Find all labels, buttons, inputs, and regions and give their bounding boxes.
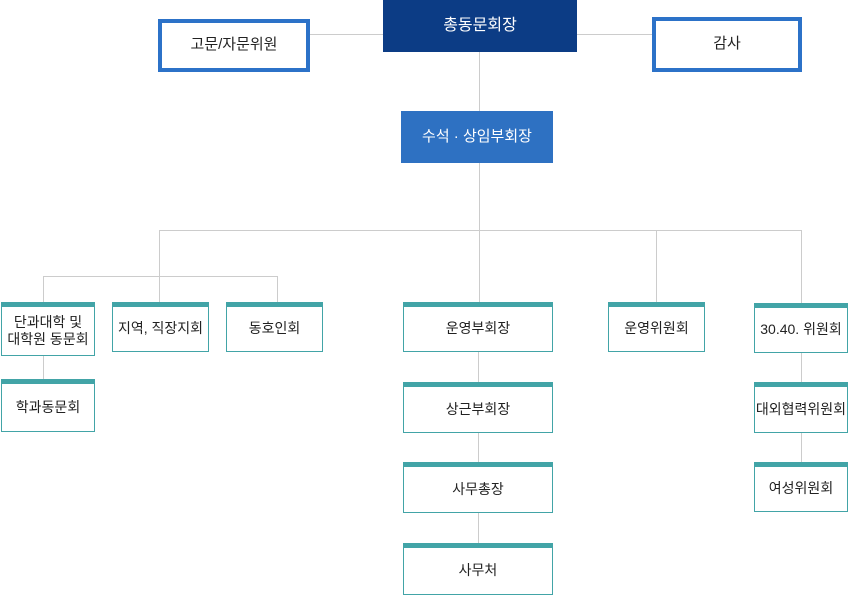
node-committee-3040-label: 30.40. 위원회 [760,321,842,338]
node-advisors-label: 고문/자문위원 [190,36,278,54]
node-auditor-label: 감사 [713,35,741,53]
node-operating-vice-chair-label: 운영부회장 [445,320,511,337]
node-college-alumni-label-line1: 단과대학 및 [13,313,83,330]
node-standing-vice-chair-label: 상근부회장 [445,400,511,417]
node-steering-committee: 운영위원회 [608,302,705,352]
connector-secgeneral-secretariat [478,513,479,543]
connector-chairman-seniorvp [479,52,480,111]
node-dept-alumni-label: 학과동문회 [15,398,81,415]
node-college-alumni-label-line2: 대학원 동문회 [7,331,89,347]
connector-drop-college-alumni [43,276,44,302]
connector-chairman-auditor [577,34,652,35]
node-clubs: 동호인회 [226,302,323,352]
connector-external-womens [801,433,802,462]
connector-drop-clubs [277,276,278,302]
node-standing-vice-chair: 상근부회장 [403,382,553,433]
node-regional-chapters-label: 지역, 직장지회 [117,320,204,337]
node-secretary-general: 사무총장 [403,462,553,513]
node-regional-chapters: 지역, 직장지회 [112,302,209,352]
node-chairman: 총동문회장 [383,0,577,52]
node-steering-committee-label: 운영위원회 [624,320,689,337]
node-senior-vice-chair-label: 수석 · 상임부회장 [422,127,532,145]
node-womens-committee: 여성위원회 [754,462,848,512]
node-secretariat: 사무처 [403,543,553,595]
connector-left-horizontal [43,276,278,277]
connector-drop-operating-vice-chair [479,230,480,302]
node-external-relations-committee-label: 대외협력위원회 [755,400,847,417]
connector-advisors-chairman [310,34,383,35]
node-secretary-general-label: 사무총장 [452,480,504,497]
connector-left-branch-drop [159,230,160,276]
node-auditor: 감사 [652,17,802,72]
node-external-relations-committee: 대외협력위원회 [754,382,848,433]
connector-standing-secgeneral [478,433,479,462]
connector-drop-regional [159,276,160,302]
connector-3040-external [801,353,802,382]
node-college-alumni: 단과대학 및 대학원 동문회 [1,302,95,356]
connector-main-horizontal [159,230,802,231]
connector-drop-3040 [801,230,802,303]
connector-operating-standing [478,352,479,382]
node-operating-vice-chair: 운영부회장 [403,302,553,352]
node-chairman-label: 총동문회장 [443,17,517,34]
node-committee-3040: 30.40. 위원회 [754,303,848,353]
connector-drop-steering [656,230,657,302]
node-secretariat-label: 사무처 [458,562,498,579]
connector-college-dept [43,356,44,379]
node-advisors: 고문/자문위원 [158,19,310,72]
node-senior-vice-chair: 수석 · 상임부회장 [401,111,553,163]
node-clubs-label: 동호인회 [248,320,301,337]
node-dept-alumni: 학과동문회 [1,379,95,432]
connector-seniorvp-main [479,163,480,230]
node-womens-committee-label: 여성위원회 [768,480,834,497]
